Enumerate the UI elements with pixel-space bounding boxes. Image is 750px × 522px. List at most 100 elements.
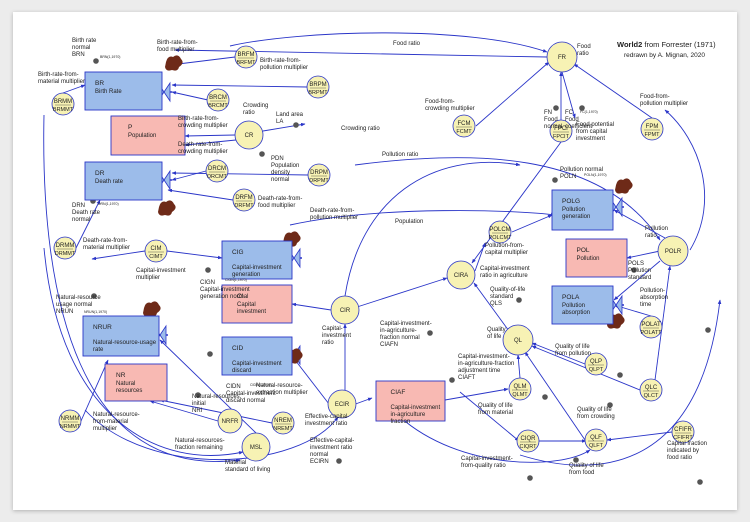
stock-code: NR (116, 372, 126, 379)
influence-edge (291, 355, 330, 405)
influence-edge (573, 63, 653, 119)
label-drmm: Death-rate-from-material multiplier (83, 238, 130, 251)
aux-table: DRCMT (207, 174, 227, 180)
influence-edge (531, 342, 586, 365)
label-fc_t: FC(1,1970) (580, 110, 598, 114)
stock-label: Capital-investment (391, 405, 441, 411)
cloud-source-icon (165, 55, 183, 71)
stock-label: in-agriculture (391, 412, 426, 418)
aux-code: QLC (645, 385, 658, 391)
influence-edge (471, 141, 562, 264)
aux-code: FR (558, 55, 567, 61)
aux-code: FPCI (554, 126, 568, 132)
aux-table: FPMT (645, 132, 661, 138)
parameter-dot (449, 377, 455, 383)
stock-label: absorption (562, 310, 590, 316)
aux-code: POLR (665, 249, 682, 255)
influence-edge (524, 351, 586, 441)
aux-code: NRMM (61, 416, 80, 422)
aux-code: BRFM (238, 52, 255, 58)
stock-code: CI (237, 293, 244, 300)
aux-polr: POLR (657, 235, 689, 267)
influence-edge (167, 188, 234, 201)
aux-fpci: FPCI FPCIT (549, 119, 573, 143)
parameter-dot (553, 105, 559, 111)
aux-cr: CR (234, 120, 264, 150)
aux-table: DRFMT (234, 203, 254, 209)
influence-edge (159, 399, 273, 424)
influence-edge (613, 209, 666, 239)
aux-code: BRMM (54, 99, 72, 105)
label-brpm: Birth-rate-from-pollution multiplier (260, 58, 308, 71)
influence-edge (171, 91, 209, 101)
label-ciaft: Capital-investment-in-agriculture-fracti… (458, 354, 514, 381)
parameter-dot (195, 392, 201, 398)
feedback-loop (399, 416, 591, 463)
aux-cira: CIRA (446, 260, 476, 290)
stock-code: POL (577, 247, 590, 254)
parameter-dot (207, 351, 213, 357)
header-from: from Forrester (1971) (642, 40, 716, 49)
parameter-dot (91, 293, 97, 299)
influence-edge (291, 302, 332, 311)
aux-code: QLM (513, 384, 526, 390)
influence-edge (613, 260, 661, 301)
label-drpm: Death-rate-from-pollution multiplier (310, 208, 358, 221)
label-brmm: Birth-rate-from-material multiplier (38, 72, 85, 85)
aux-ql: QL (502, 324, 534, 356)
aux-code: DRCM (208, 166, 226, 172)
influence-edge (149, 400, 219, 422)
aux-table: NRMMT (60, 424, 81, 430)
label-pop: Population (395, 219, 423, 225)
aux-code: NRFR (222, 419, 239, 425)
aux-table: QLCT (644, 393, 659, 399)
stock-code: BR (95, 80, 104, 87)
influence-edge (511, 214, 553, 233)
influence-edge (356, 277, 448, 308)
label-polratio: Pollution ratio (382, 152, 419, 158)
aux-code: CR (245, 133, 254, 139)
influence-edge (171, 83, 308, 88)
stock-label: Pollution (562, 207, 585, 213)
stock-label: Natural (116, 381, 135, 387)
aux-table: POLATT (641, 330, 663, 336)
aux-code: POLCM (489, 227, 510, 233)
influence-edge (654, 265, 672, 381)
parameter-dot (527, 475, 533, 481)
aux-table: BRPMT (308, 90, 328, 96)
label-drfm: Death-rate-from-food multiplier (258, 196, 302, 209)
feedback-loop (289, 210, 556, 226)
aux-table: BRMMT (53, 107, 74, 113)
feedback-loop (229, 32, 548, 53)
aux-table: BRCMT (208, 103, 228, 109)
aux-drcm: DRCM DRCMT (205, 159, 229, 183)
aux-code: POLAT (641, 322, 661, 328)
label-nrun_t: NRUN(1,1970) (84, 310, 107, 314)
parameter-dot (205, 267, 211, 273)
label-drcm: Death-rate-from-crowding multiplier (178, 142, 228, 155)
aux-nrfr: NRFR (217, 408, 243, 434)
label-ciqr: Capital-investment-from-quality ratio (461, 456, 513, 469)
influence-edge (516, 354, 521, 379)
aux-code: NREM (274, 418, 292, 424)
parameter-dot (607, 402, 613, 408)
aux-code: QL (514, 338, 523, 344)
aux-fr: FR (546, 41, 578, 73)
aux-table: FPCIT (553, 134, 570, 140)
feedback-loop (43, 247, 244, 456)
